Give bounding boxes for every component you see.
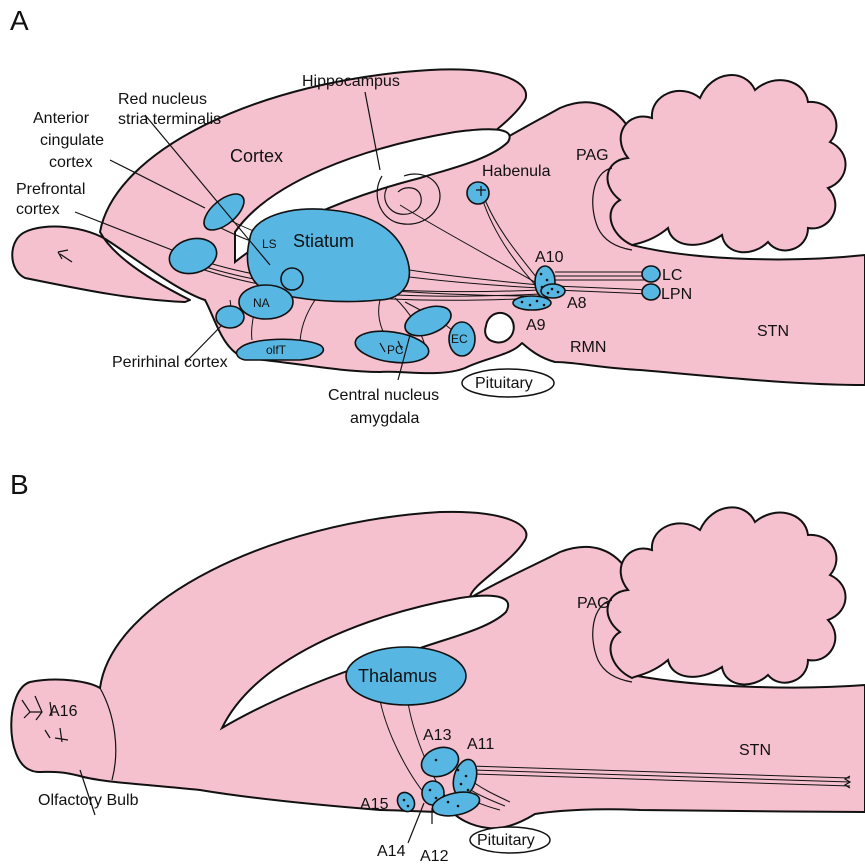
label-thalamus: Thalamus [358,666,437,686]
label-prefrontal-1: Prefrontal [16,181,85,198]
label-a9: A9 [526,317,546,334]
panel-b: B [10,469,865,865]
locus-coeruleus [642,266,660,282]
label-stn-a: STN [757,323,789,340]
perirhinal-nucleus [216,306,244,328]
label-red-nucleus-2: stria terminalis [118,111,221,128]
label-anterior-cingulate-1: Anterior [33,110,90,127]
label-pc: PC [387,343,404,357]
label-a16: A16 [49,703,78,720]
label-hippocampus: Hippocampus [302,73,400,90]
label-lpn: LPN [661,286,692,303]
pons-notch-a [485,313,514,343]
label-red-nucleus-1: Red nucleus [118,91,207,108]
label-perirhinal: Perirhinal cortex [112,354,228,371]
label-central-amygdala-1: Central nucleus [328,387,439,404]
cerebellum-b [608,507,846,684]
habenula [467,182,489,204]
label-prefrontal-2: cortex [16,201,60,218]
label-olft: olfT [266,343,287,357]
red-nucleus [281,268,303,290]
label-na: NA [253,296,270,310]
label-olfactory-bulb: Olfactory Bulb [38,792,139,809]
cerebellum-a [608,75,846,252]
label-a13: A13 [423,727,452,744]
label-rmn: RMN [570,339,606,356]
lpn-nucleus [642,284,660,300]
label-pituitary-a: Pituitary [475,375,533,392]
label-central-amygdala-2: amygdala [350,410,419,427]
a9-nucleus [513,296,551,310]
label-pag-b: PAG [577,595,610,612]
label-stn-b: STN [739,742,771,759]
label-a10: A10 [535,249,564,266]
label-ec: EC [451,332,468,346]
label-pituitary-b: Pituitary [477,832,535,849]
label-a14: A14 [377,843,406,860]
label-ls: LS [262,237,277,251]
label-a11: A11 [467,736,494,753]
label-a8: A8 [567,295,587,312]
label-lc: LC [662,267,682,284]
a8-nucleus [541,284,565,298]
label-anterior-cingulate-3: cortex [49,154,93,171]
label-pag-a: PAG [576,147,609,164]
label-anterior-cingulate-2: cingulate [40,132,104,149]
label-cortex: Cortex [230,146,283,166]
label-a15: A15 [360,796,389,813]
panel-a: A [10,5,865,427]
label-striatum: Stiatum [293,231,354,251]
panel-b-letter: B [10,469,29,500]
panel-a-letter: A [10,5,29,36]
label-a12: A12 [420,848,449,865]
label-habenula: Habenula [482,163,551,180]
